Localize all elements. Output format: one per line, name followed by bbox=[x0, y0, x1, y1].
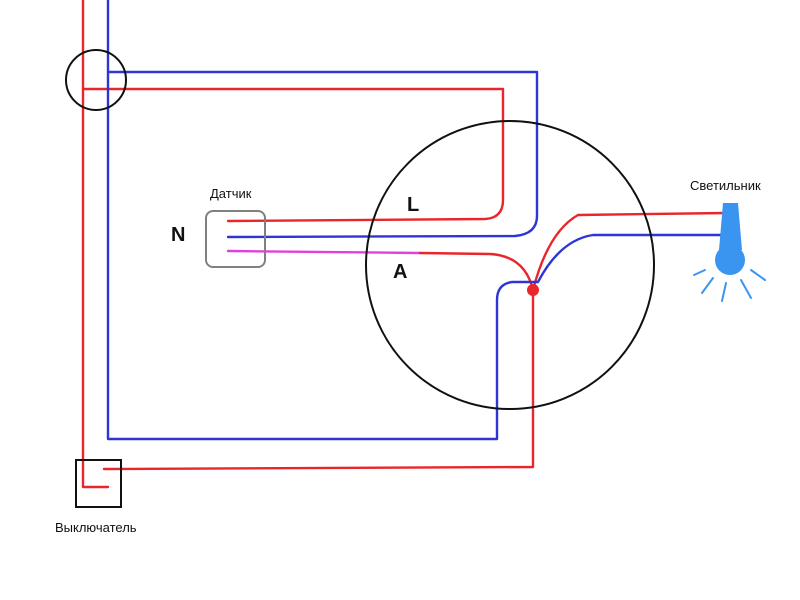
switch-box bbox=[75, 459, 122, 508]
entry-circle bbox=[65, 49, 127, 111]
switch-label: Выключатель bbox=[55, 520, 137, 535]
sensor-label: Датчик bbox=[210, 186, 252, 201]
neutral-label: N bbox=[171, 224, 185, 246]
phase-to-lamp-wire bbox=[531, 211, 729, 292]
lamp-socket bbox=[719, 203, 742, 250]
neutral-to-sensor-wire bbox=[106, 70, 539, 239]
light-bulb-icon bbox=[693, 203, 766, 302]
junction-dot bbox=[527, 284, 539, 296]
switched-label: A bbox=[393, 261, 407, 283]
switched-return-wire bbox=[102, 288, 535, 471]
neutral-wires bbox=[106, 0, 733, 441]
lamp-bulb bbox=[715, 245, 745, 275]
junction-box-circle bbox=[365, 120, 655, 410]
sensor-output-wire-red bbox=[418, 251, 535, 292]
lamp-label: Светильник bbox=[690, 178, 761, 193]
sensor-box bbox=[205, 210, 266, 268]
phase-wires bbox=[81, 0, 729, 489]
phase-to-sensor-wire bbox=[81, 87, 505, 223]
sensor-output-wire-magenta bbox=[226, 249, 422, 255]
phase-feed-wire bbox=[81, 0, 110, 489]
line-label: L bbox=[407, 194, 419, 216]
sensor-output-wires bbox=[226, 249, 535, 292]
lamp-rays bbox=[693, 269, 766, 302]
neutral-feed-wire bbox=[106, 0, 733, 441]
